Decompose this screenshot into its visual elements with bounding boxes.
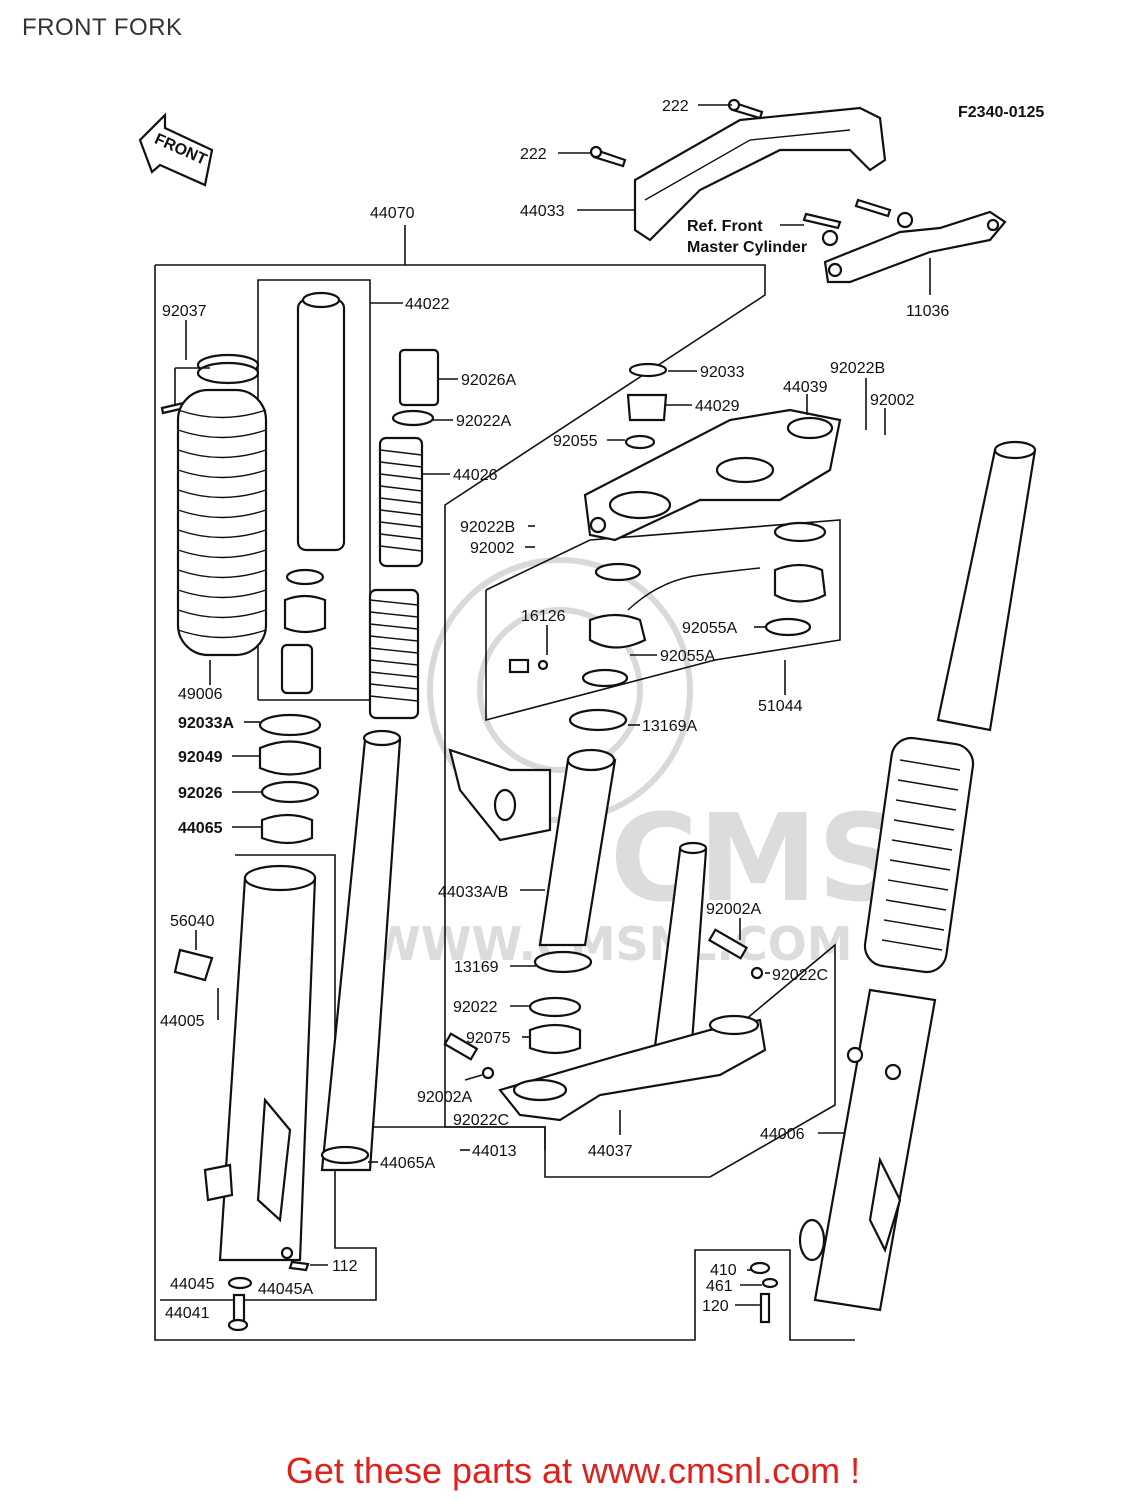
label-44013: 44013 [472, 1143, 517, 1160]
label-44065a: 44065A [380, 1155, 435, 1172]
label-44033: 44033 [520, 203, 565, 220]
parts-diagram: CMS WWW.CMSNL.COM FRONT F2340-0125 [138, 98, 1044, 1341]
label-92033a: 92033A [178, 715, 234, 732]
ref-note-line1: Ref. Front [687, 218, 763, 235]
label-461: 461 [706, 1278, 733, 1295]
label-92002a-left: 92002A [417, 1089, 472, 1106]
label-56040: 56040 [170, 913, 215, 930]
spacer-92026a [391, 348, 440, 427]
label-92022: 92022 [453, 999, 498, 1016]
label-112: 112 [332, 1258, 358, 1275]
lower-leg-44005 [173, 864, 317, 1262]
label-222-top: 222 [662, 98, 689, 115]
label-44045a: 44045A [258, 1281, 313, 1298]
ref-note-line2: Master Cylinder [687, 239, 807, 256]
label-44065: 44065 [178, 820, 223, 837]
label-92037: 92037 [162, 303, 207, 320]
steering-stem-44037 [443, 841, 767, 1122]
seals-stack [258, 713, 322, 845]
label-16126: 16126 [521, 608, 566, 625]
label-44045: 44045 [170, 1276, 215, 1293]
label-44006: 44006 [760, 1126, 805, 1143]
label-92026a: 92026A [461, 372, 516, 389]
label-92022c-right: 92022C [772, 967, 828, 984]
front-direction-arrow: FRONT [138, 112, 214, 187]
spring-44026 [368, 436, 424, 720]
label-92022a: 92022A [456, 413, 511, 430]
label-49006: 49006 [178, 686, 223, 703]
clamp-92037 [160, 353, 260, 415]
bearing-assembly-51044 [508, 521, 827, 688]
label-92002-left: 92002 [470, 540, 515, 557]
inner-tube-44022 [280, 291, 346, 695]
label-222-left: 222 [520, 146, 547, 163]
label-44070: 44070 [370, 205, 415, 222]
part-labels: 222 222 44033 Ref. Front Master Cylinder… [160, 98, 949, 1322]
label-92055a-right: 92055A [682, 620, 737, 637]
label-44022: 44022 [405, 296, 450, 313]
diagram-code: F2340-0125 [958, 104, 1044, 121]
top-triple-clamp-44039 [583, 408, 842, 542]
label-92075: 92075 [466, 1030, 511, 1047]
label-44041: 44041 [165, 1305, 210, 1322]
page-title: FRONT FORK [22, 14, 183, 41]
cap-bolt-44029 [624, 362, 668, 450]
label-13169a: 13169A [642, 718, 697, 735]
label-92002a-right: 92002A [706, 901, 761, 918]
watermark-logo: CMS [610, 790, 904, 929]
outer-tube-44013 [320, 729, 402, 1172]
label-44005: 44005 [160, 1013, 205, 1030]
label-410: 410 [710, 1262, 737, 1279]
label-92026: 92026 [178, 785, 223, 802]
promo-footer[interactable]: Get these parts at www.cmsnl.com ! [285, 1450, 861, 1491]
label-92002-top: 92002 [870, 392, 915, 409]
label-92055a-mid: 92055A [660, 648, 715, 665]
label-44033ab: 44033A/B [438, 884, 508, 901]
dust-boot-49006 [176, 388, 268, 657]
label-92022b-top: 92022B [830, 360, 885, 377]
label-92055: 92055 [553, 433, 598, 450]
right-fork-leg-44006 [798, 440, 1037, 1312]
label-92049: 92049 [178, 749, 223, 766]
steering-box-outline [485, 519, 841, 722]
label-120: 120 [702, 1298, 729, 1315]
label-13169: 13169 [454, 959, 499, 976]
lower-fork-outline [160, 854, 377, 1301]
watermark-text: WWW.CMSNL.COM [370, 917, 853, 971]
label-44037: 44037 [588, 1143, 633, 1160]
assembly-outline-44070-bottom [154, 265, 855, 1341]
bottom-hardware [227, 1246, 310, 1332]
right-bottom-hardware [749, 1261, 779, 1324]
label-44029: 44029 [695, 398, 740, 415]
label-44026: 44026 [453, 467, 498, 484]
label-92022c-left: 92022C [453, 1112, 509, 1129]
stem-tube-area [448, 708, 628, 1055]
label-51044: 51044 [758, 698, 803, 715]
label-92033: 92033 [700, 364, 745, 381]
watermark: CMS WWW.CMSNL.COM [370, 557, 904, 971]
label-11036: 11036 [906, 303, 949, 320]
label-44039: 44039 [783, 379, 828, 396]
leader-lines [174, 104, 931, 1306]
label-92022b-left: 92022B [460, 519, 515, 536]
